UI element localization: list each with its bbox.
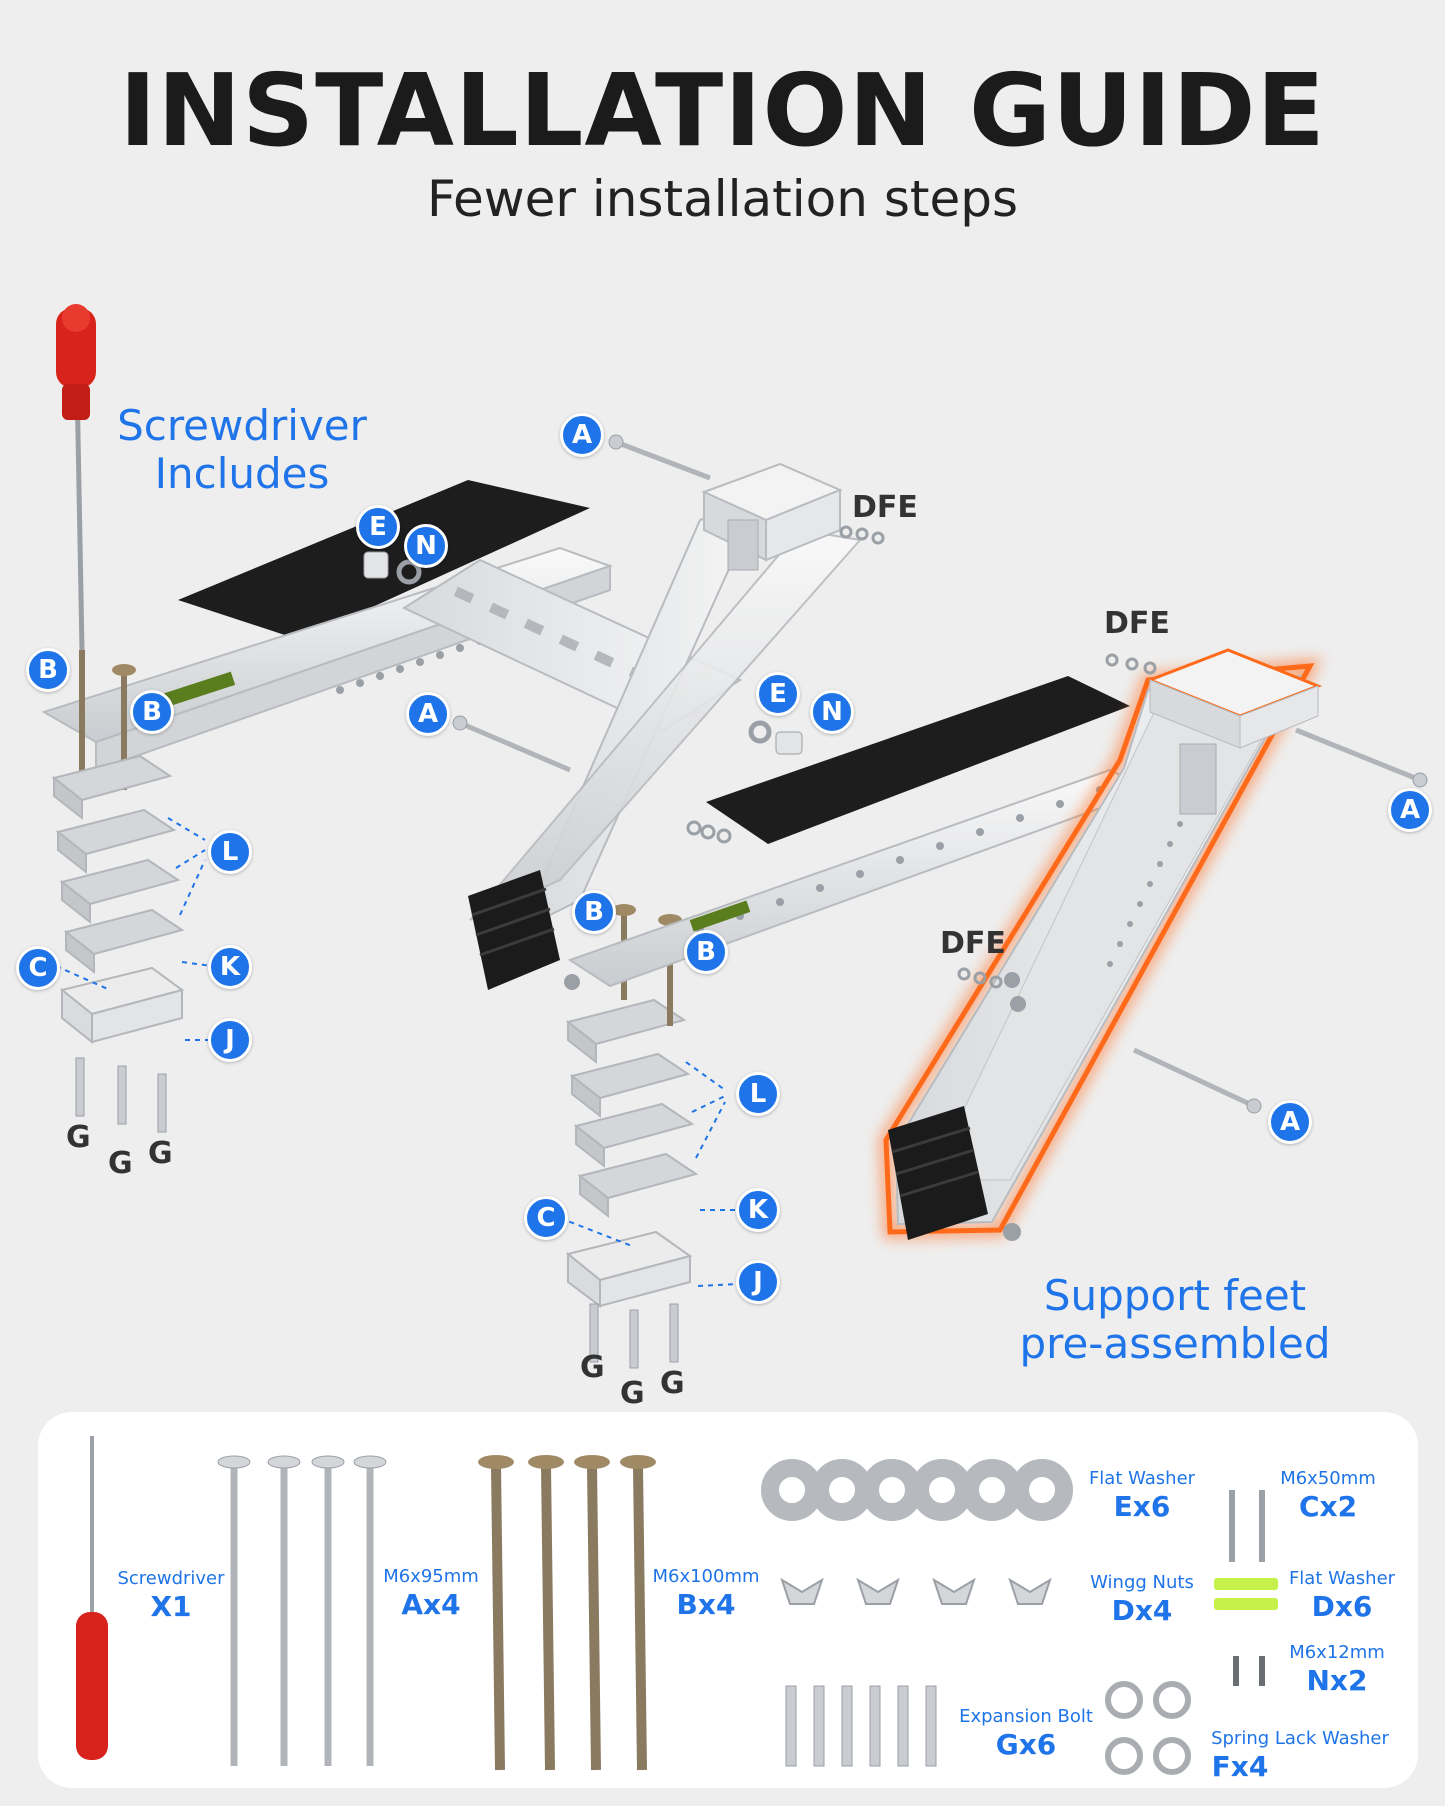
part-count-screw-b: Bx4 (676, 1588, 736, 1621)
middle-block-stack (565, 998, 699, 1308)
callout-j-left: J (208, 1018, 252, 1062)
part-label-screwdriver: Screwdriver (117, 1568, 225, 1589)
callout-g-mid-2: G (620, 1376, 645, 1411)
part-wing-nut-d-icon (780, 1577, 1052, 1605)
callout-b-left-1: B (26, 648, 70, 692)
page-title: INSTALLATION GUIDE (119, 52, 1326, 169)
callout-k-left: K (208, 945, 252, 989)
left-dashed-leaders (55, 817, 213, 1041)
callout-e-mid: E (756, 672, 800, 716)
part-count-flat-washer-e: Ex6 (1113, 1490, 1171, 1523)
callout-b-mid-2: B (684, 930, 728, 974)
part-count-screwdriver: X1 (150, 1590, 192, 1623)
callout-e-top: E (356, 505, 400, 549)
callout-n-top: N (404, 524, 448, 568)
callout-g-mid-3: G (660, 1366, 685, 1401)
callout-b-left-2: B (130, 690, 174, 734)
part-flat-washer-d-icon (1214, 1578, 1278, 1610)
part-label-expansion-bolt-g: Expansion Bolt (959, 1706, 1093, 1727)
part-screw-n-icon (1233, 1656, 1265, 1686)
small-hardware-dfe (686, 653, 1157, 989)
callout-dfe-right: DFE (1104, 606, 1170, 641)
left-support-foot (468, 870, 580, 990)
callout-a-right-bottom: A (1268, 1100, 1312, 1144)
part-count-flat-washer-d: Dx6 (1311, 1590, 1373, 1623)
part-label-screw-n: M6x12mm (1289, 1642, 1385, 1663)
highlighted-support-leg (878, 648, 1428, 1241)
note-feet-line2: pre-assembled (1019, 1319, 1331, 1368)
part-label-spring-washer-f: Spring Lack Washer (1211, 1728, 1389, 1749)
part-count-expansion-bolt-g: Gx6 (995, 1728, 1057, 1761)
part-flat-washer-e-icon (761, 1459, 1073, 1521)
callout-dfe-low: DFE (940, 926, 1006, 961)
part-label-screw-b: M6x100mm (652, 1566, 760, 1587)
part-count-screw-n: Nx2 (1306, 1664, 1368, 1697)
part-screw-c-icon (1229, 1490, 1265, 1562)
part-label-flat-washer-d: Flat Washer (1288, 1568, 1396, 1589)
part-label-wing-nut-d: Wingg Nuts (1090, 1572, 1194, 1593)
callout-g-left-1: G (66, 1120, 91, 1155)
note-feet-line1: Support feet (1043, 1271, 1307, 1320)
note-screwdriver-line1: Screwdriver (117, 401, 367, 450)
callout-l-mid: L (736, 1072, 780, 1116)
note-screwdriver: Screwdriver Includes (92, 402, 392, 498)
part-count-spring-washer-f: Fx4 (1211, 1750, 1269, 1783)
middle-dashed-leaders (559, 1061, 739, 1287)
callout-b-mid-1: B (572, 890, 616, 934)
part-count-screw-c: Cx2 (1298, 1490, 1358, 1523)
part-label-flat-washer-e: Flat Washer (1088, 1468, 1196, 1489)
middle-expansion-bolts (589, 1303, 679, 1369)
page-subtitle: Fewer installation steps (426, 170, 1019, 228)
part-label-screw-c: M6x50mm (1280, 1468, 1376, 1489)
part-count-wing-nut-d: Dx4 (1111, 1594, 1173, 1627)
left-arm-assembly (41, 434, 885, 990)
left-expansion-bolts (75, 1057, 167, 1133)
part-bolt-a-icon (230, 1462, 374, 1766)
part-label-bolt-a: M6x95mm (383, 1566, 479, 1587)
callout-dfe-top: DFE (852, 490, 918, 525)
callout-g-left-2: G (108, 1146, 133, 1181)
part-count-bolt-a: Ax4 (401, 1588, 461, 1621)
left-block-stack (51, 754, 185, 1045)
callout-j-mid: J (736, 1260, 780, 1304)
callout-c-left: C (16, 946, 60, 990)
callout-l-left: L (208, 830, 252, 874)
callout-a-top: A (560, 413, 604, 457)
part-screwdriver-icon (76, 1436, 108, 1760)
callout-k-mid: K (736, 1188, 780, 1232)
callout-a-right-top: A (1388, 788, 1432, 832)
part-screw-b-icon (491, 1465, 647, 1771)
parts-list-panel (38, 1412, 1418, 1788)
callout-n-mid: N (810, 690, 854, 734)
note-screwdriver-line2: Includes (154, 449, 330, 498)
note-support-feet: Support feet pre-assembled (990, 1272, 1360, 1368)
screwdriver-illustration (56, 304, 96, 651)
callout-c-mid: C (524, 1196, 568, 1240)
part-expansion-bolt-g-icon (785, 1685, 937, 1767)
callout-g-mid-1: G (580, 1350, 605, 1385)
callout-a-mid: A (406, 692, 450, 736)
part-spring-washer-f-icon (1105, 1681, 1191, 1775)
callout-g-left-3: G (148, 1136, 173, 1171)
